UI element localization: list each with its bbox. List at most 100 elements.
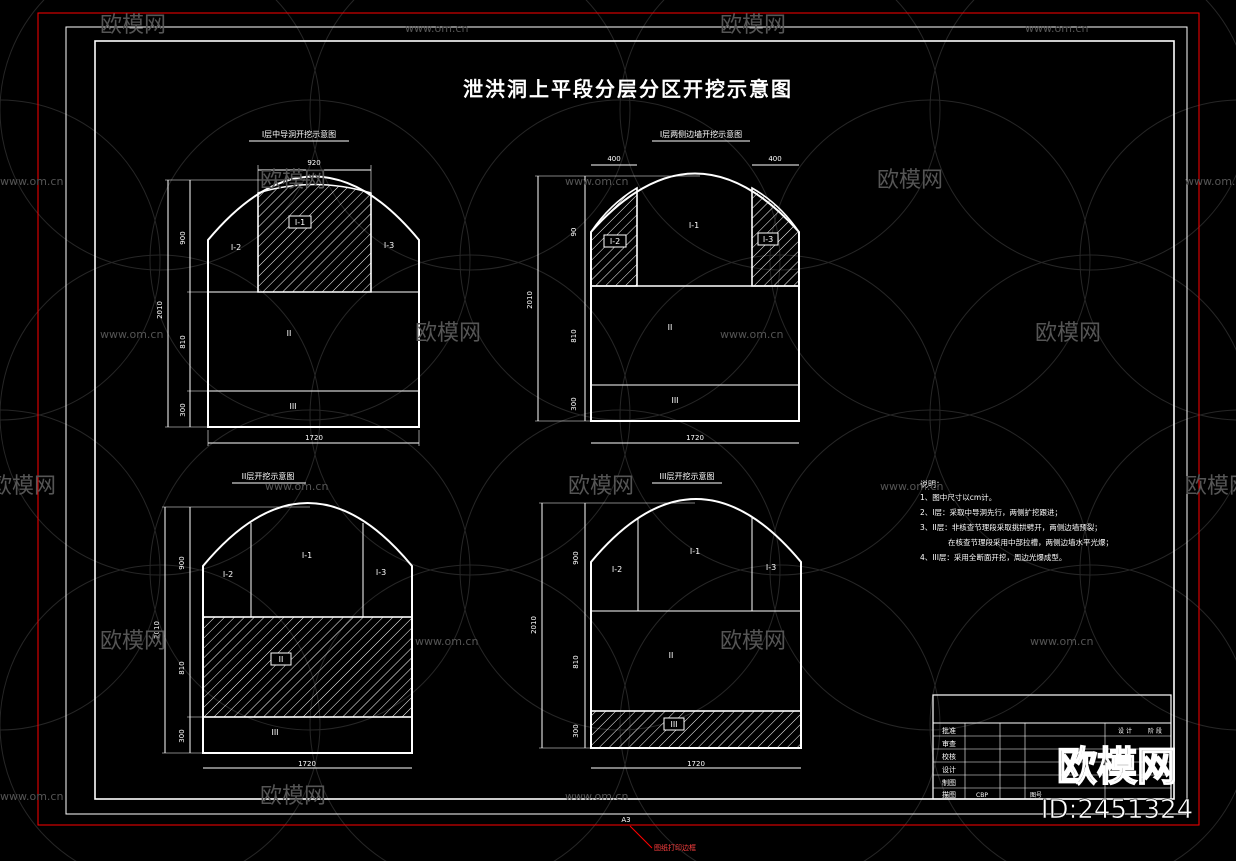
watermark-brand: 欧模网 [260,784,326,809]
note-line-1: 1、图中尺寸以cm计。 [920,492,996,502]
panel-1-zone-I-3: I-3 [384,241,394,250]
panel-2-section-outline [590,172,800,422]
panel-1-zone-III: III [289,402,296,411]
panel-3-hatched-zone [202,616,413,718]
tb-cp: CBP [976,792,988,799]
note-line-2: 2、I层：采取中导洞先行，两侧扩挖跟进； [920,507,1062,517]
watermark-url: www.om.cn [1030,635,1093,648]
panel-4-zone-III: III [670,720,677,729]
panel-3-height-total: 2010 [153,621,161,639]
watermark-brand: 欧模网 [568,474,634,499]
panel-3-zone-I-2: I-2 [223,570,233,579]
panel-2-height-2: 810 [570,329,578,342]
sheet-border-inner [94,40,1175,800]
sheet-border-outer [65,26,1188,815]
watermark-brand: 欧模网 [260,168,326,193]
panel-1-top-dim: 920 [307,159,320,167]
panel-3-layer-II: II层开挖示意图 2010 900 810 300 1720 I-1 I-2 I… [153,471,413,769]
tb-row-5: 制图 [942,778,956,787]
panel-2-top-dim-left: 400 [607,155,620,163]
panel-1-caption: I层中导洞开挖示意图 [262,129,336,139]
panel-4-section-outline [590,498,802,749]
panel-2-zone-II: II [668,323,673,332]
watermark-arc [929,564,1236,861]
watermark-brand: 欧模网 [100,629,166,654]
panel-1-zone-II: II [287,329,292,338]
tb-drawing-no-label: 图号 [1030,792,1042,799]
panel-4-zone-II: II [669,651,674,660]
panel-2-caption: I层两侧边墙开挖示意图 [660,129,742,139]
watermark-brand: 欧模网 [0,474,56,499]
watermark-id: ID:2451324 [1041,795,1193,825]
panel-2-zone-III: III [671,396,678,405]
watermark-url: www.om.cn [880,480,943,493]
panel-3-width: 1720 [298,760,316,768]
panel-1-section-outline [207,175,420,428]
panel-3-section-outline [202,502,413,754]
panel-3-zone-III: III [271,728,278,737]
watermark-url: www.om.cn [415,635,478,648]
watermark-brand: 欧模网 [1185,474,1236,499]
tb-stage-1: 设 计 [1118,727,1132,735]
watermark-url: www.om.cn [565,790,628,803]
panel-3-height-2: 810 [178,661,186,674]
watermark-url: www.om.cn [0,790,63,803]
tb-row-1: 批准 [942,726,956,735]
panel-4-caption: III层开挖示意图 [659,471,714,481]
panel-2-layer-I-sides: I层两侧边墙开挖示意图 400 400 2010 90 810 300 1720… [526,129,800,444]
note-line-3: 3、II层：非核查节理段采取挑拱劈开，两侧边墙预裂； [920,522,1102,532]
panel-4-zone-I-2: I-2 [612,565,622,574]
tb-row-2: 审查 [942,739,956,748]
panel-2-zone-I-2: I-2 [610,237,620,246]
title-block: 批准 审查 校核 设计 制图 描图 CBP 设 计 阶 段 图号 [932,694,1172,800]
tb-row-6: 描图 [942,790,956,799]
panel-4-height-total: 2010 [530,616,538,634]
watermark-url: www.om.cn [405,22,468,35]
panel-2-height-3: 300 [570,397,578,410]
panel-3-caption: II层开挖示意图 [242,471,295,481]
panel-1-width: 1720 [305,434,323,442]
drawing-title: 泄洪洞上平段分层分区开挖示意图 [463,77,793,101]
watermark-brand: 欧模网 [720,629,786,654]
watermark-logo-large: 欧模网 [1057,744,1177,790]
watermark-brand: 欧模网 [877,168,943,193]
panel-4-width: 1720 [687,760,705,768]
panel-1-zone-I-1: I-1 [295,218,305,227]
watermark-arc [0,564,321,861]
note-line-5: 4、III层：采用全断面开挖，周边光爆成型。 [920,552,1066,562]
panel-1-height-total: 2010 [156,301,164,319]
panel-2-zone-I-1: I-1 [689,221,699,230]
watermark-arc [0,99,161,421]
notes-heading: 说明： [920,479,944,489]
panel-1-height-3: 300 [179,403,187,416]
panel-4-height-1: 900 [572,551,580,564]
panel-2-width: 1720 [686,434,704,442]
panel-1-layer-I-center-heading: I层中导洞开挖示意图 920 2010 900 810 300 1720 I-1… [156,129,420,446]
watermark-url: www.om.cn [1185,175,1236,188]
watermark-brand: 欧模网 [1035,321,1101,346]
watermark-arc [0,409,161,731]
watermark-url: www.om.cn [565,175,628,188]
panel-3-height-3: 300 [178,729,186,742]
print-frame-outer [37,12,1200,826]
panel-4-hatched-zone [590,710,802,749]
tb-row-3: 校核 [942,752,956,761]
watermark-url: www.om.cn [1025,22,1088,35]
panel-3-zone-II: II [279,655,284,664]
panel-3-zone-I-1: I-1 [302,551,312,560]
panel-3-zone-I-3: I-3 [376,568,386,577]
panel-4-zone-I-3: I-3 [766,563,776,572]
watermark-layer: 欧模网 www.om.cn 欧模网 www.om.cn www.om.cn 欧模… [0,13,1236,809]
notes-block: 说明： 1、图中尺寸以cm计。 2、I层：采取中导洞先行，两侧扩挖跟进； 3、I… [920,479,1113,562]
watermark-url: www.om.cn [100,328,163,341]
panel-1-height-2: 810 [179,335,187,348]
panel-2-height-total: 2010 [526,291,534,309]
panel-2-height-1: 90 [570,228,578,237]
panel-1-zone-I-2: I-2 [231,243,241,252]
panel-4-height-2: 810 [572,655,580,668]
panel-1-height-1: 900 [179,231,187,244]
panel-4-layer-III: III层开挖示意图 2010 900 810 300 1720 I-1 I-2 … [530,471,802,769]
watermark-url: www.om.cn [265,480,328,493]
tb-stage-2: 阶 段 [1148,727,1162,735]
